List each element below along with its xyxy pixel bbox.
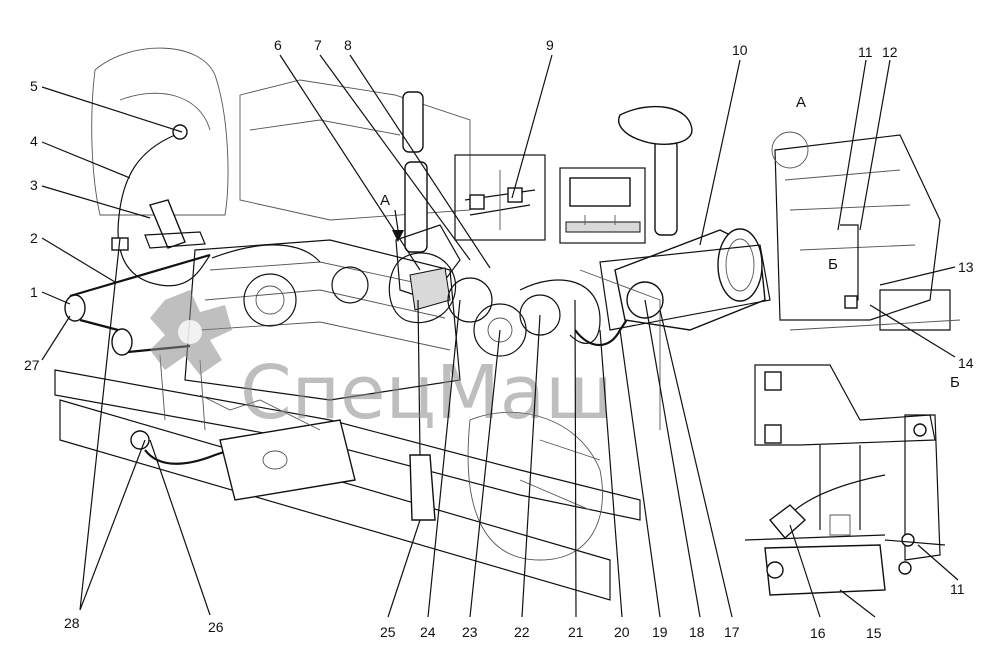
intake-pipe <box>654 139 678 236</box>
view-a <box>771 131 961 331</box>
callout-13: 13 <box>958 259 974 275</box>
callout-2: 2 <box>30 230 38 246</box>
callout-20: 20 <box>614 624 630 640</box>
bracket-plate <box>409 454 436 521</box>
exhaust-pipe-upper <box>402 91 424 153</box>
exhaust-pipe <box>404 161 428 253</box>
callout-18: 18 <box>689 624 705 640</box>
callout-23: 23 <box>462 624 478 640</box>
callout-22: 22 <box>514 624 530 640</box>
connector <box>768 504 807 540</box>
callout-10: 10 <box>732 42 748 58</box>
engine-drawing <box>54 47 771 601</box>
solenoid-valve <box>764 544 886 596</box>
callout-numbers: 1 2 3 4 5 6 7 8 9 10 11 12 13 14 11 15 1… <box>24 37 974 641</box>
precleaner-cap <box>618 105 693 145</box>
view-b-inset-label: Б <box>828 256 838 273</box>
callout-11-bottom: 11 <box>950 581 965 597</box>
callout-16: 16 <box>810 625 826 641</box>
detail-inset-left <box>454 154 546 241</box>
callout-28: 28 <box>64 615 80 631</box>
pulley-lower <box>111 328 133 356</box>
callout-5: 5 <box>30 78 38 94</box>
callout-11-top: 11 <box>858 44 873 60</box>
callout-25: 25 <box>380 624 396 640</box>
drain-cap <box>130 430 150 450</box>
callout-6: 6 <box>274 37 282 53</box>
muffler <box>219 419 356 501</box>
callout-8: 8 <box>344 37 352 53</box>
detail-inset-right <box>559 167 646 244</box>
callout-27: 27 <box>24 357 40 373</box>
callout-21: 21 <box>568 624 584 640</box>
view-b <box>744 364 946 596</box>
control-knob <box>172 124 188 140</box>
throttle-pedal <box>149 199 186 249</box>
callout-14: 14 <box>958 355 974 371</box>
pulley-1 <box>64 294 86 322</box>
callout-12: 12 <box>882 44 898 60</box>
callout-15: 15 <box>866 625 882 641</box>
watermark-text: СпецМаш <box>240 350 613 436</box>
callout-26: 26 <box>208 619 224 635</box>
watermark-logo <box>150 290 232 375</box>
callout-9: 9 <box>546 37 554 53</box>
leader-lines <box>41 54 959 618</box>
callout-19: 19 <box>652 624 668 640</box>
view-a-arrow <box>392 230 404 242</box>
view-b-detail-label: Б <box>950 374 960 391</box>
callout-7: 7 <box>314 37 322 53</box>
callout-24: 24 <box>420 624 436 640</box>
view-a-arrow-label: А <box>380 192 390 209</box>
callout-3: 3 <box>30 177 38 193</box>
callout-4: 4 <box>30 133 38 149</box>
view-a-label: А <box>796 94 806 111</box>
callout-1: 1 <box>30 284 38 300</box>
callout-17: 17 <box>724 624 740 640</box>
